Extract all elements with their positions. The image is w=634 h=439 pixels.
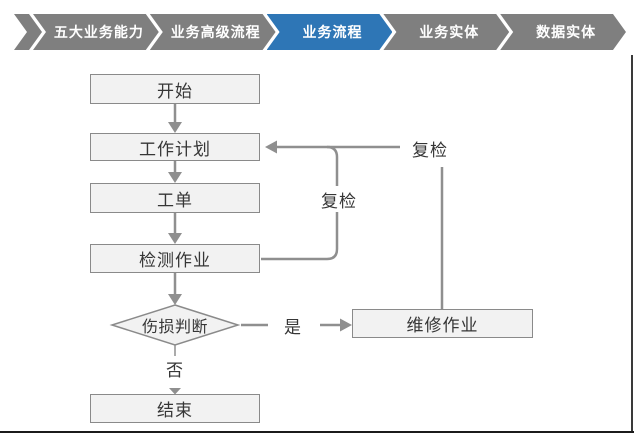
nav-step-label: 五大业务能力 bbox=[53, 24, 144, 40]
nav-step-label: 业务实体 bbox=[419, 24, 480, 40]
node-inspection-task: 检测作业 bbox=[90, 244, 260, 273]
node-work-plan: 工作计划 bbox=[90, 133, 260, 161]
node-end: 结束 bbox=[90, 394, 260, 423]
nav-step-label: 业务高级流程 bbox=[170, 24, 261, 40]
nav-step-business-highlevel-process[interactable]: 业务高级流程 bbox=[150, 14, 276, 50]
node-damage-decision: 伤损判断 bbox=[109, 303, 241, 347]
node-label: 结束 bbox=[157, 401, 193, 420]
edge-label-yes: 是 bbox=[284, 317, 302, 337]
edge-label-recheck-outer: 复检 bbox=[412, 140, 448, 160]
edge-label-no: 否 bbox=[166, 360, 184, 380]
page-bottom-border bbox=[0, 431, 634, 433]
nav-step-business-process-active[interactable]: 业务流程 bbox=[267, 14, 393, 50]
node-repair-task: 维修作业 bbox=[352, 309, 533, 338]
node-label: 伤损判断 bbox=[141, 319, 208, 336]
process-step-nav: 五大业务能力 业务高级流程 业务流程 业务实体 数据实体 bbox=[14, 14, 626, 50]
node-label: 工单 bbox=[157, 190, 193, 210]
nav-step-business-entity[interactable]: 业务实体 bbox=[383, 14, 509, 50]
page-right-border bbox=[631, 55, 633, 432]
nav-step-data-entity[interactable]: 数据实体 bbox=[500, 14, 626, 50]
nav-step-business-capabilities[interactable]: 五大业务能力 bbox=[33, 14, 159, 50]
node-work-order: 工单 bbox=[90, 183, 260, 213]
node-start: 开始 bbox=[90, 74, 260, 104]
edge-label-recheck-inner: 复检 bbox=[321, 191, 357, 211]
node-label: 工作计划 bbox=[139, 139, 211, 159]
node-label: 检测作业 bbox=[139, 251, 211, 270]
decision-diamond-shape bbox=[109, 304, 241, 346]
node-label: 开始 bbox=[157, 81, 193, 101]
node-label: 维修作业 bbox=[406, 316, 479, 335]
nav-step-label: 业务流程 bbox=[302, 24, 363, 40]
nav-step-label: 数据实体 bbox=[536, 24, 597, 40]
